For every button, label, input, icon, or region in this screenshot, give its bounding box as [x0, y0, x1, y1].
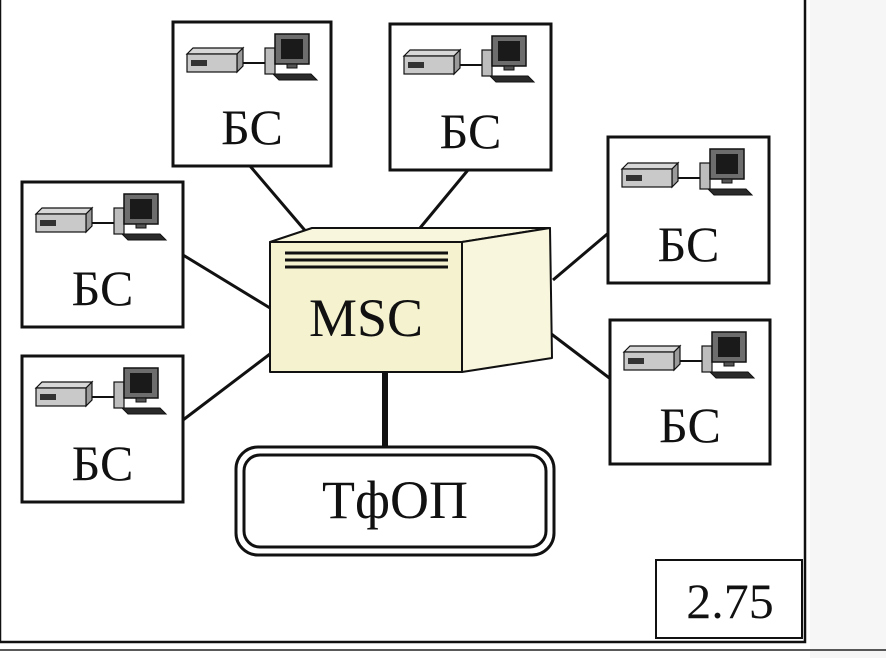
outer-frame [0, 0, 807, 644]
link-bs-right-lower [549, 331, 613, 382]
computer-icon [699, 148, 754, 196]
figure-number: 2.75 [686, 573, 774, 629]
base-station-label: БС [72, 435, 134, 491]
base-station-label: БС [72, 260, 134, 316]
link-bs-left-upper [182, 253, 271, 310]
connection-lines [182, 165, 613, 448]
base-station-label: БС [659, 397, 721, 453]
computer-icon [481, 35, 536, 83]
base-stations: БС БС БС БС БС БС [20, 20, 772, 504]
computer-icon [113, 193, 168, 241]
base-station-label: БС [658, 216, 720, 272]
modem-icon [34, 206, 94, 234]
msc-side-face [461, 227, 553, 373]
computer-icon [701, 331, 756, 379]
base-station-box: БС [20, 354, 185, 504]
base-station-box: БС [606, 135, 771, 285]
computer-icon [264, 33, 319, 81]
msc-front-face [269, 241, 463, 373]
pstn-label: ТфОП [322, 470, 468, 530]
link-bs-top-right [418, 169, 470, 229]
computer-icon [113, 367, 168, 415]
msc-vent-lines [285, 251, 448, 269]
msc-label: MSC [309, 288, 423, 348]
modem-icon [622, 344, 682, 372]
modem-icon [185, 46, 245, 74]
link-bs-left-lower [182, 352, 271, 422]
base-station-box: БС [20, 180, 185, 329]
base-station-box: БС [388, 22, 553, 172]
base-station-box: БС [608, 318, 772, 466]
msc-box: MSC [269, 227, 553, 373]
right-strip [810, 0, 886, 658]
modem-icon [620, 161, 680, 189]
pstn-inner-border [242, 453, 548, 549]
pstn-outer-border [234, 445, 556, 557]
pstn-box: ТфОП [234, 445, 556, 557]
base-station-label: БС [221, 99, 283, 155]
base-station-box: БС [171, 20, 333, 168]
link-bs-top-left [248, 165, 310, 235]
modem-icon [34, 380, 94, 408]
base-station-label: БС [440, 103, 502, 159]
modem-icon [402, 48, 462, 76]
link-bs-right-upper [552, 228, 613, 282]
figure-number-box: 2.75 [655, 559, 803, 639]
